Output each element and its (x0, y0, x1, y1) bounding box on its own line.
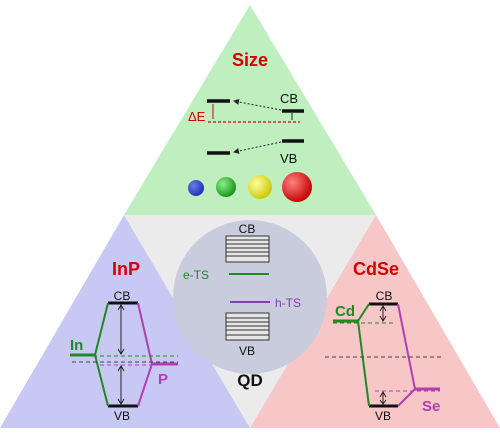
cdse-gap-arrows (379, 305, 387, 405)
yellow-quantum-dot (248, 175, 272, 199)
size-title: Size (232, 50, 268, 70)
in-label: In (70, 337, 83, 354)
qd-vb-label: VB (239, 344, 255, 358)
inp-cb-label: CB (114, 289, 131, 303)
p-bonding-lines (137, 302, 154, 407)
se-bonding-lines (397, 303, 417, 407)
qd-valence-band-levels (225, 312, 270, 341)
inp-gap-arrows (117, 304, 125, 405)
size-vb-shift-arrow (233, 141, 282, 154)
cdse-panel-background (250, 215, 500, 428)
cdse-title: CdSe (353, 259, 399, 279)
cdse-vb-label: VB (375, 409, 391, 423)
blue-quantum-dot (188, 180, 204, 196)
qd-circle (173, 220, 327, 374)
inp-title: InP (112, 259, 140, 279)
e-ts-label: e-TS (183, 268, 209, 282)
qd-conduction-band-levels (225, 235, 270, 263)
red-quantum-dot (282, 172, 312, 202)
cdse-cb-label: CB (376, 289, 393, 303)
green-quantum-dot (216, 177, 236, 197)
cd-bonding-lines (356, 303, 370, 407)
cd-label: Cd (335, 303, 355, 320)
qd-label: QD (237, 371, 263, 390)
size-vb-label: VB (280, 151, 297, 166)
size-panel-background (124, 5, 376, 215)
inp-panel-background (0, 215, 250, 428)
se-label: Se (422, 398, 440, 415)
in-bonding-lines (93, 302, 109, 407)
qd-cb-label: CB (239, 222, 256, 236)
h-ts-label: h-TS (275, 296, 301, 310)
delta-e-label: ΔE (188, 109, 206, 124)
size-cb-label: CB (280, 91, 298, 106)
p-label: P (158, 371, 168, 388)
inp-vb-label: VB (114, 409, 130, 423)
